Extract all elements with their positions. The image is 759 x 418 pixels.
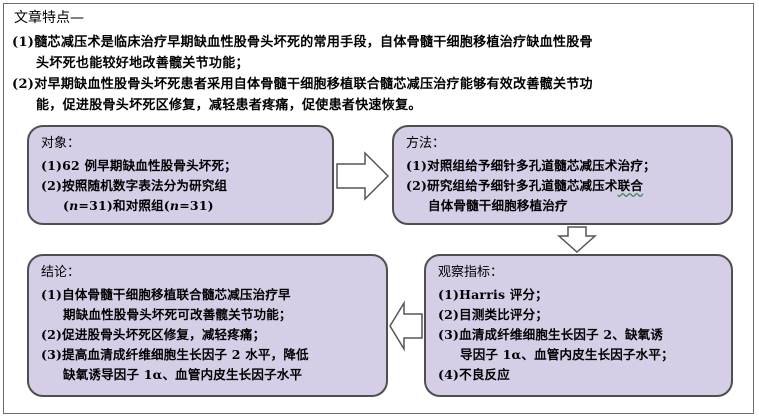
method-item: 自体骨髓干细胞移植治疗 xyxy=(428,198,568,213)
observation-item: (2)目测类比评分； xyxy=(438,307,549,322)
arrow-down-icon xyxy=(557,226,597,254)
arrow-left-icon xyxy=(389,300,423,352)
method-item: (1)对照组给予细针多孔道髓芯减压术治疗； xyxy=(406,158,656,173)
n-symbol: n xyxy=(69,198,79,213)
subject-item: (2)按照随机数字表法分为研究组 xyxy=(41,178,228,193)
subject-item: (1)62 例早期缺血性股骨头坏死； xyxy=(41,158,237,173)
method-item: (2)研究组给予细针多孔道髓芯减压术联合 xyxy=(406,178,644,193)
intro-points: (1)髓芯减压术是临床治疗早期缺血性股骨头坏死的常用手段，自体骨髓干细胞移植治疗… xyxy=(12,32,752,116)
subject-title: 对象： xyxy=(41,136,81,151)
intro-point-2-line-1: (2)对早期缺血性股骨头坏死患者采用自体骨髓干细胞移植联合髓芯减压治疗能够有效改… xyxy=(12,77,593,92)
intro-point-1-line-2: 头坏死也能较好地改善髋关节功能； xyxy=(36,56,249,71)
conclusion-item: 期缺血性股骨头坏死可改善髋关节功能； xyxy=(63,307,292,322)
observation-item: (1)Harris 评分； xyxy=(438,287,548,302)
observation-box: 观察指标： (1)Harris 评分； (2)目测类比评分； (3)血清成纤维细… xyxy=(424,254,733,397)
conclusion-title: 结论： xyxy=(41,265,81,280)
observation-item: (4)不良反应 xyxy=(438,367,510,382)
intro-point-1-line-1: (1)髓芯减压术是临床治疗早期缺血性股骨头坏死的常用手段，自体骨髓干细胞移植治疗… xyxy=(12,35,593,50)
conclusion-box: 结论： (1)自体骨髓干细胞移植联合髓芯减压治疗早 期缺血性股骨头坏死可改善髋关… xyxy=(27,254,388,397)
observation-title: 观察指标： xyxy=(438,265,504,280)
conclusion-item: (2)促进股骨头坏死区修复，减轻疼痛； xyxy=(41,327,266,342)
n-symbol: n xyxy=(169,198,180,213)
method-title: 方法： xyxy=(406,136,446,151)
subject-item: (n=31)和对照组(n=31) xyxy=(63,198,214,213)
arrow-right-icon xyxy=(336,151,390,201)
subject-box: 对象： (1)62 例早期缺血性股骨头坏死； (2)按照随机数字表法分为研究组 … xyxy=(27,125,334,225)
conclusion-item: 缺氧诱导因子 1α、血管内皮生长因子水平 xyxy=(63,367,303,382)
observation-item: (3)血清成纤维细胞生长因子 2、缺氧诱 xyxy=(438,327,664,342)
method-box: 方法： (1)对照组给予细针多孔道髓芯减压术治疗； (2)研究组给予细针多孔道髓… xyxy=(392,125,733,225)
spellcheck-underline: 联合 xyxy=(617,178,644,193)
observation-item: 导因子 1α、血管内皮生长因子水平； xyxy=(460,347,674,362)
conclusion-item: (1)自体骨髓干细胞移植联合髓芯减压治疗早 xyxy=(41,287,291,302)
page-frame xyxy=(3,3,754,414)
conclusion-item: (3)提高血清成纤维细胞生长因子 2 水平，降低 xyxy=(41,347,309,362)
intro-point-2-line-2: 能，促进股骨头坏死区修复，减轻患者疼痛，促使患者快速恢复。 xyxy=(36,98,422,113)
section-heading: 文章特点— xyxy=(14,10,84,26)
